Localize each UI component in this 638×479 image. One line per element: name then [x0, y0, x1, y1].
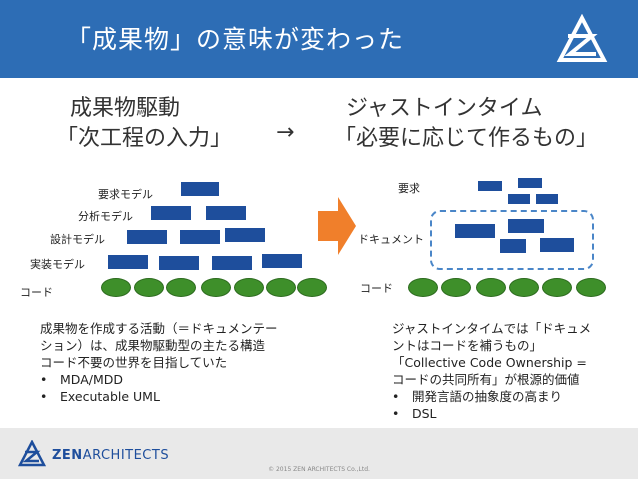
label-design-model: 設計モデル [50, 233, 105, 246]
left-subheading: 「次工程の入力」 [56, 126, 233, 151]
header-bar: 「成果物」の意味が変わった [0, 0, 638, 78]
code-circle [408, 278, 438, 297]
bullet-item: 開発言語の抽象度の高まり [392, 388, 591, 405]
box-right-2 [518, 178, 542, 188]
code-circle [542, 278, 572, 297]
box-impl-2 [159, 256, 199, 270]
box-doc-2 [508, 219, 544, 233]
box-impl-3 [212, 256, 252, 270]
right-heading: ジャストインタイム [346, 96, 543, 121]
box-design-1 [127, 230, 167, 244]
box-analysis-1 [151, 206, 191, 220]
code-circle [134, 278, 164, 297]
copyright-text: © 2015 ZEN ARCHITECTS Co.,Ltd. [268, 466, 370, 473]
zen-logo-icon [556, 14, 608, 62]
brand-name-rest: ARCHITECTS [82, 448, 170, 463]
label-analysis-model: 分析モデル [78, 210, 133, 223]
box-design-3 [225, 228, 265, 242]
slide-title: 「成果物」の意味が変わった [66, 25, 405, 54]
box-requirements [181, 182, 219, 196]
box-right-3 [508, 194, 530, 204]
box-doc-1 [455, 224, 495, 238]
code-circle [266, 278, 296, 297]
label-requirements-model: 要求モデル [98, 188, 153, 201]
code-circle [441, 278, 471, 297]
left-heading: 成果物駆動 [70, 96, 181, 121]
code-circle [201, 278, 231, 297]
code-circle [476, 278, 506, 297]
box-right-4 [536, 194, 558, 204]
box-right-1 [478, 181, 502, 191]
code-circle [166, 278, 196, 297]
label-document: ドキュメント [358, 233, 424, 246]
box-analysis-2 [206, 206, 246, 220]
footer-bar [0, 428, 638, 479]
right-description: ジャストインタイムでは「ドキュメ ントはコードを補うもの」 「Collectiv… [392, 320, 591, 422]
bullet-item: Executable UML [40, 388, 278, 405]
text-line: ントはコードを補うもの」 [392, 338, 543, 353]
bullet-item: DSL [392, 405, 591, 422]
text-line: ジャストインタイムでは「ドキュメ [392, 321, 592, 336]
code-circle [234, 278, 264, 297]
document-group-outline [430, 210, 594, 270]
box-design-2 [180, 230, 220, 244]
text-line: 成果物を作成する活動（＝ドキュメンテー [40, 321, 278, 336]
text-line: コード不要の世界を目指していた [40, 355, 228, 370]
brand-name: ZENARCHITECTS [52, 448, 169, 463]
box-doc-4 [540, 238, 574, 252]
transition-arrow-icon [318, 197, 356, 255]
brand-name-bold: ZEN [52, 448, 83, 463]
code-circle [576, 278, 606, 297]
label-code-right: コード [360, 282, 393, 295]
code-circle [101, 278, 131, 297]
right-subheading: 「必要に応じて作るもの」 [334, 126, 599, 151]
left-description: 成果物を作成する活動（＝ドキュメンテー ション）は、成果物駆動型の主たる構造 コ… [40, 320, 278, 405]
label-code-left: コード [20, 286, 53, 299]
text-line: 「Collective Code Ownership = [392, 355, 587, 370]
label-implementation-model: 実装モデル [30, 258, 85, 271]
box-doc-3 [500, 239, 526, 253]
zen-brand-icon [18, 440, 46, 467]
text-line: ション）は、成果物駆動型の主たる構造 [40, 338, 266, 353]
bullet-item: MDA/MDD [40, 371, 278, 388]
box-impl-4 [262, 254, 302, 268]
label-requirements-right: 要求 [398, 182, 420, 195]
transition-arrow-text: → [276, 120, 295, 145]
box-impl-1 [108, 255, 148, 269]
code-circle [509, 278, 539, 297]
text-line: コードの共同所有」が根源的価値 [392, 372, 580, 387]
code-circle [297, 278, 327, 297]
